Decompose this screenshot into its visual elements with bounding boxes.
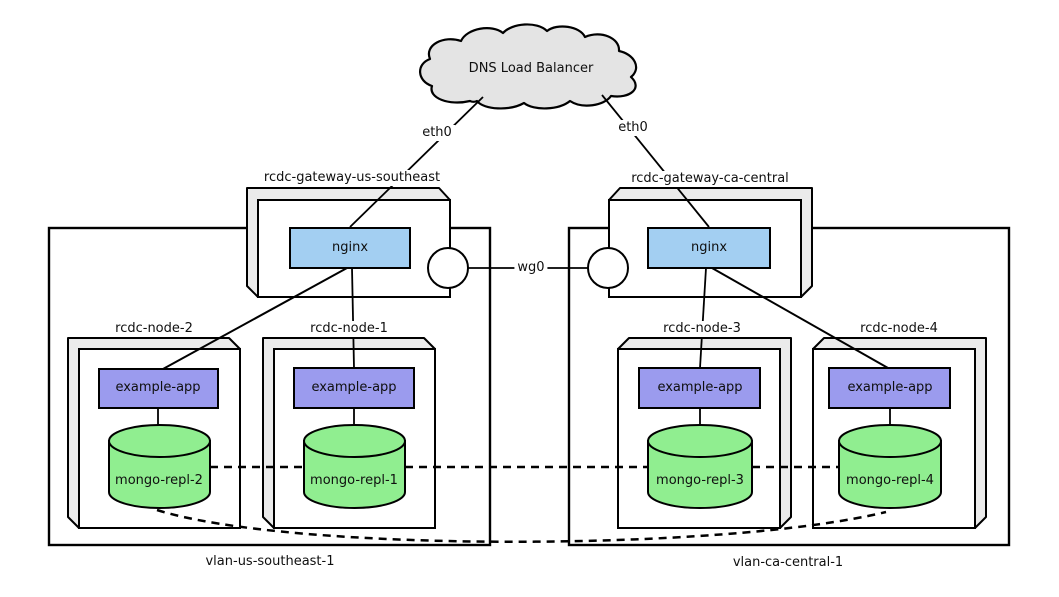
dns-cloud bbox=[419, 23, 638, 110]
mongo-repl-1-top bbox=[303, 424, 406, 458]
edge-nginx-to-app-node2 bbox=[162, 267, 348, 370]
edge-cloud-to-nginx-left bbox=[349, 96, 484, 228]
mongo-repl-3-top bbox=[647, 424, 753, 458]
mongo-repl-3-body bbox=[647, 440, 753, 509]
mongo-repl-1-cylinder bbox=[303, 424, 406, 509]
edge-mongo-repl-2-to-4 bbox=[156, 508, 887, 543]
nginx-right-box bbox=[647, 227, 771, 269]
nginx-left-box bbox=[289, 227, 411, 269]
edge-nginx-to-app-node4 bbox=[711, 267, 889, 369]
example-app-node-1-box bbox=[293, 367, 415, 409]
mongo-repl-3-cylinder bbox=[647, 424, 753, 509]
edge-cloud-to-nginx-right bbox=[601, 94, 710, 228]
example-app-node-4-box bbox=[828, 367, 951, 409]
mongo-repl-2-cylinder bbox=[108, 424, 211, 509]
mongo-repl-2-top bbox=[108, 424, 211, 458]
mongo-repl-1-body bbox=[303, 440, 406, 509]
example-app-node-3-box bbox=[638, 367, 761, 409]
edge-nginx-to-app-node3 bbox=[699, 267, 707, 369]
edge-nginx-to-app-node1 bbox=[351, 267, 355, 369]
example-app-node-2-box bbox=[98, 368, 219, 409]
mongo-repl-2-body bbox=[108, 440, 211, 509]
mongo-repl-4-top bbox=[838, 424, 942, 458]
wg-interface-circle-left bbox=[427, 247, 469, 289]
mongo-repl-4-cylinder bbox=[838, 424, 942, 509]
wg-interface-circle-right bbox=[587, 247, 629, 289]
mongo-repl-4-body bbox=[838, 440, 942, 509]
